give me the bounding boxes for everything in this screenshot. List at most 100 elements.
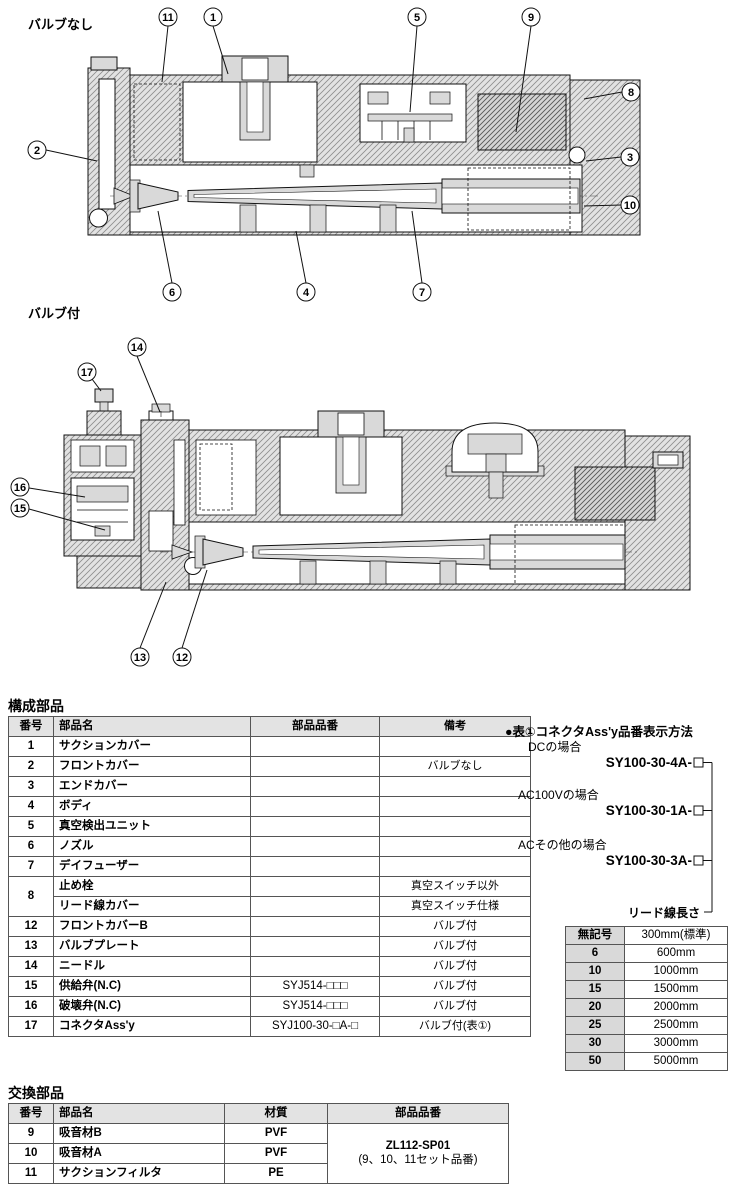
cell-no: 3 [8,776,54,797]
table-row: リード線カバー真空スイッチ仕様 [9,896,531,917]
vdu-stem [403,127,415,143]
mount-hole [89,208,108,228]
lead-length-label: リード線長さ [627,906,700,920]
diffuser-bore [258,544,485,560]
vdu-part [367,91,389,105]
cell-no: 4 [8,796,54,817]
col-header-note: 備考 [379,716,531,737]
callout-13: 13 [130,581,167,667]
callout-7: 7 [411,210,432,302]
svg-text:15: 15 [14,503,26,515]
cell-no: 13 [8,936,54,957]
connector-stem [99,401,109,412]
solenoid-lines [77,509,128,523]
exhaust-region [514,524,626,585]
callout-15: 15 [10,498,106,531]
callout-11: 11 [158,7,178,83]
sound-absorber [477,93,567,151]
cell-no: 5 [8,816,54,837]
callout-9: 9 [515,7,541,133]
svg-text:6: 6 [169,287,175,299]
svg-text:5: 5 [414,12,420,24]
cell-name: 真空検出ユニット [53,816,251,837]
support [309,204,327,233]
cell-length: 5000mm [624,1052,728,1071]
callouts-no-valve: 11 1 5 9 8 2 3 10 6 4 7 [27,7,641,302]
valve-passage [148,510,174,552]
cell-part: SYJ514-□□□ [250,976,380,997]
cell-name: 吸音材A [53,1143,225,1164]
cell-length: 300mm(標準) [624,926,728,945]
cell-no: 10 [8,1143,54,1164]
cell-name: フロントカバーB [53,916,251,937]
cell-note: 真空スイッチ仕様 [379,896,531,917]
valve-part [79,445,101,467]
svg-text:14: 14 [131,342,144,354]
diagram-label-with-valve: バルブ付 [28,306,81,321]
cell-no: 12 [8,916,54,937]
cell-name: デイフューザー [53,856,251,877]
right-fitting-bore [657,454,679,466]
valve-stem [488,471,504,499]
outlet-bore [489,543,624,561]
suction-port-bore [337,412,365,436]
svg-text:9: 9 [528,12,534,24]
cell-note: バルブ付 [379,936,531,957]
cell-no: 16 [8,996,54,1017]
valve-part [467,433,523,455]
vdu-pins [381,121,431,140]
cell-note: バルブ付 [379,956,531,977]
col-header-name: 部品名 [53,1103,225,1124]
callout-16: 16 [10,477,86,498]
callout-8: 8 [583,82,641,102]
svg-text:17: 17 [81,367,93,379]
cell-name: 吸音材B [53,1123,225,1144]
cell-part: SYJ100-30-□A-□ [250,1016,380,1037]
part-number-ac-other: SY100-30-3A- [605,853,692,868]
cell-name: ニードル [53,956,251,977]
cell-symbol: 50 [565,1052,625,1071]
case-label-ac-other: ACその他の場合 [518,838,607,852]
diffuser-bore [193,188,437,204]
svg-text:10: 10 [624,200,636,212]
cell-note: バルブ付 [379,916,531,937]
cell-no: 15 [8,976,54,997]
cell-part [250,856,380,877]
svg-text:1: 1 [210,12,216,24]
cell-name: サクションフィルタ [53,1163,225,1184]
exhaust-region [467,167,571,231]
cell-symbol: 15 [565,980,625,999]
callout-12: 12 [172,569,208,667]
callout-4: 4 [295,230,316,302]
cell-note [379,836,531,857]
callout-2: 2 [27,140,98,162]
callout-14: 14 [127,337,161,413]
cell-symbol: 無記号 [565,926,625,945]
parts-section-heading: 構成部品 [8,698,64,714]
option-box [693,757,704,768]
cell-material: PE [224,1163,328,1184]
replacement-section-heading: 交換部品 [8,1085,64,1101]
cell-no: 9 [8,1123,54,1144]
cell-part: SYJ514-□□□ [250,996,380,1017]
cell-note: バルブ付(表①) [379,1016,531,1037]
suction-tube-bore [246,81,264,133]
callout-1: 1 [203,7,229,75]
cell-symbol: 20 [565,998,625,1017]
support [299,560,317,585]
svg-text:8: 8 [628,87,634,99]
cell-part [250,796,380,817]
cell-length: 2000mm [624,998,728,1017]
valve-part [485,453,507,473]
cell-part [250,936,380,957]
